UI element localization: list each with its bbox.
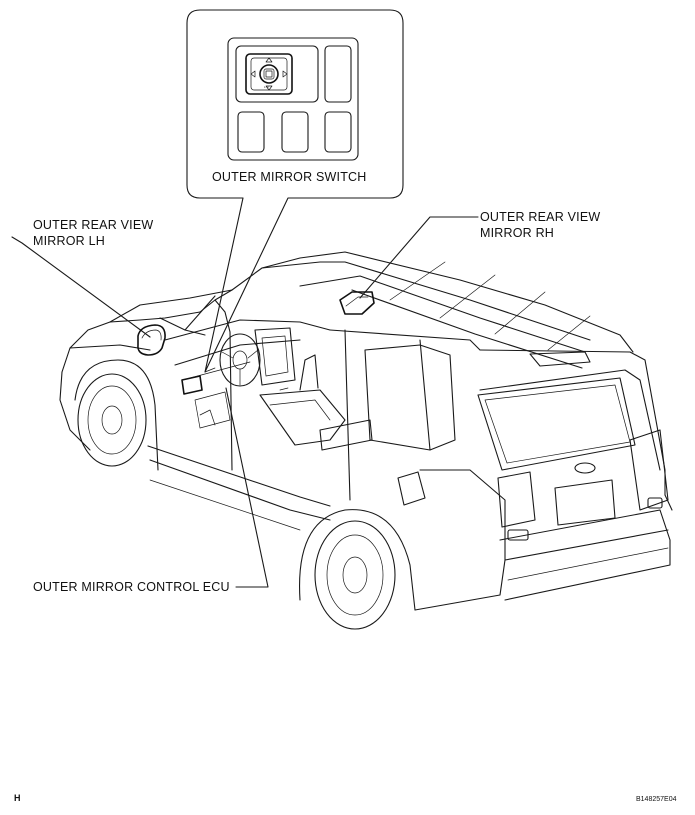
mirror-rh-label-line2: MIRROR RH xyxy=(480,226,555,240)
mirror-rh-label-line1: OUTER REAR VIEW xyxy=(480,210,601,224)
svg-text:L R: L R xyxy=(264,85,269,89)
ecu-label: OUTER MIRROR CONTROL ECU xyxy=(33,580,230,594)
mirror-lh-label-line2: MIRROR LH xyxy=(33,234,105,248)
leader-lines xyxy=(11,216,479,588)
section-letter: H xyxy=(14,793,21,803)
vehicle-interior xyxy=(164,319,373,451)
mirror-adjust-switch: L R xyxy=(245,53,293,95)
mirror-lh-label-line1: OUTER REAR VIEW xyxy=(33,218,154,232)
vehicle-body xyxy=(59,251,673,630)
figure-code: B148257E04 xyxy=(636,796,677,803)
left-mirror-icon xyxy=(137,324,166,356)
switch-callout-bubble xyxy=(186,9,404,373)
switch-label: OUTER MIRROR SWITCH xyxy=(212,170,367,184)
switch-panel xyxy=(227,37,359,161)
right-mirror-icon xyxy=(339,291,375,315)
